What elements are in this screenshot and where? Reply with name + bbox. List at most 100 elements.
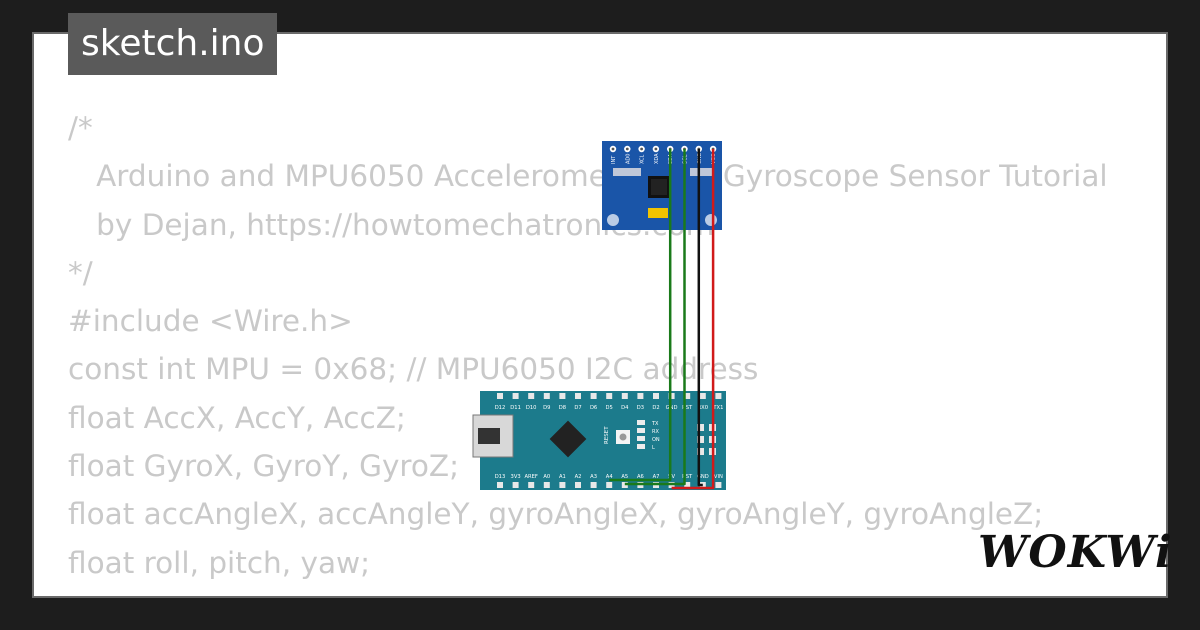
preview-card: /* Arduino and MPU6050 Accelerometer and… [34, 34, 1166, 596]
nano-pin-label: VIN [714, 474, 723, 480]
nano-pin-label: D5 [606, 405, 613, 411]
nano-pin-label: A6 [637, 474, 644, 480]
code-line: float accAngleX, accAngleY, gyroAngleX, … [68, 497, 1044, 532]
nano-pin-label: RST [682, 474, 693, 480]
nano-pin[interactable] [528, 482, 535, 488]
wires [609, 149, 715, 490]
reset-label: RESET [604, 426, 610, 444]
mpu6050-mount-hole [607, 214, 619, 226]
nano-pin[interactable] [575, 393, 581, 399]
nano-pin[interactable] [684, 482, 691, 488]
file-tab-label: sketch.ino [81, 23, 265, 64]
mpu-pin-label: AD0 [625, 154, 631, 164]
nano-pin-label: A1 [559, 474, 566, 480]
mpu6050-chip-core [651, 179, 667, 195]
wokwi-logo: WOKWi [978, 527, 1173, 578]
nano-pin[interactable] [497, 393, 503, 399]
nano-pin[interactable] [715, 482, 722, 488]
nano-pin[interactable] [512, 393, 519, 399]
nano-pin[interactable] [668, 393, 675, 399]
mpu-pin-hole [640, 147, 643, 151]
nano-pin[interactable] [606, 482, 613, 488]
nano-pin[interactable] [497, 482, 503, 488]
nano-pin[interactable] [684, 393, 691, 399]
nano-led-label: RX [652, 429, 659, 435]
nano-pin-label: D9 [543, 405, 550, 411]
nano-pin-label: D2 [652, 405, 659, 411]
nano-pin-label: GND [697, 474, 709, 480]
nano-pin[interactable] [543, 482, 550, 488]
nano-pin[interactable] [575, 482, 581, 488]
nano-led-label: TX [651, 421, 659, 427]
reset-button-cap [619, 433, 627, 441]
code-line: /* [68, 111, 93, 145]
nano-pin[interactable] [528, 393, 535, 399]
nano-pin-label: A3 [590, 474, 597, 480]
nano-pin-label: AREF [524, 474, 537, 480]
icsp-pin [697, 448, 704, 455]
mpu-pin-hole [625, 147, 629, 151]
mpu6050-pin-header [609, 145, 717, 153]
mpu6050-component-2 [690, 168, 714, 176]
mpu-pin-hole [654, 147, 658, 151]
nano-pin-label: D13 [495, 474, 506, 480]
nano-pin[interactable] [559, 482, 566, 488]
nano-pin-label: D11 [510, 405, 521, 411]
icsp-pin [697, 424, 704, 431]
wire-scl[interactable] [624, 149, 686, 486]
nano-pin-label: D8 [559, 405, 566, 411]
nano-pin-label: D10 [526, 405, 537, 411]
mpu-pin-label: XDA [654, 153, 660, 164]
nano-pin-label: A5 [621, 474, 628, 480]
nano-pin[interactable] [637, 393, 644, 399]
wire-sda[interactable] [609, 149, 672, 482]
nano-pin-label: D3 [637, 405, 644, 411]
nano-pin-label: RST [682, 405, 693, 411]
nano-pin[interactable] [606, 393, 613, 399]
nano-pin-label: 5V [668, 474, 675, 480]
nano-pin-label: D12 [495, 405, 506, 411]
nano-led-label: L [652, 445, 655, 451]
code-line: */ [68, 255, 93, 290]
wire-gnd[interactable] [697, 149, 703, 487]
nano-pin[interactable] [543, 393, 550, 399]
nano-led [637, 420, 645, 425]
mpu6050-capacitor [648, 208, 668, 218]
mpu-pin-hole [611, 147, 615, 151]
nano-pin[interactable] [715, 393, 722, 399]
code-editor[interactable]: /* Arduino and MPU6050 Accelerometer and… [68, 104, 1108, 596]
nano-pin-label: D6 [590, 405, 597, 411]
file-tab[interactable]: sketch.ino [68, 13, 278, 75]
nano-pin[interactable] [590, 393, 597, 399]
nano-pin-label: RX0 [698, 405, 708, 411]
code-line: float AccErrorX, AccErrorY, GyroErrorX, … [68, 587, 1108, 596]
mpu6050-component [613, 168, 641, 176]
nano-pin-label: A0 [543, 474, 550, 480]
nano-pin-label: A7 [653, 474, 660, 480]
nano-pin[interactable] [699, 393, 706, 399]
mpu-pin-label: XCL [640, 154, 646, 164]
nano-led-label: ON [652, 437, 660, 443]
nano-pin[interactable] [653, 393, 659, 399]
nano-pin[interactable] [512, 482, 519, 488]
mpu6050-mount-hole-2 [705, 214, 717, 226]
nano-led [637, 428, 645, 433]
nano-pin-label: D4 [621, 405, 629, 411]
nano-led [637, 444, 645, 449]
nano-pin-label: GND [666, 405, 678, 411]
nano-leds: TX RX ON L [637, 420, 660, 451]
code-line: float AccX, AccY, AccZ; [68, 400, 406, 435]
nano-pin[interactable] [559, 393, 566, 399]
wire-vcc[interactable] [671, 149, 715, 490]
nano-mcu-chip [549, 420, 587, 458]
icsp-pin [697, 436, 704, 443]
nano-pin-label: TX1 [712, 405, 723, 411]
nano-led [637, 436, 645, 441]
nano-pin[interactable] [590, 482, 597, 488]
nano-pin-label: 3V3 [511, 474, 521, 480]
nano-pin[interactable] [621, 393, 628, 399]
